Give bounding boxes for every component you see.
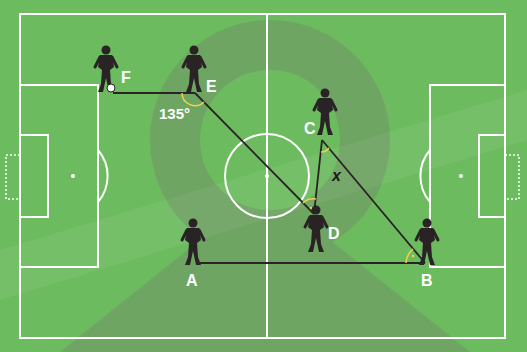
- angle-label: 135°: [159, 106, 190, 121]
- angle-label: x: [332, 168, 341, 184]
- player-label: E: [206, 79, 217, 95]
- player-label: F: [121, 70, 131, 86]
- player-label: A: [186, 273, 198, 289]
- player-label: D: [328, 226, 340, 242]
- player-label: C: [304, 121, 316, 137]
- player-label: B: [421, 273, 433, 289]
